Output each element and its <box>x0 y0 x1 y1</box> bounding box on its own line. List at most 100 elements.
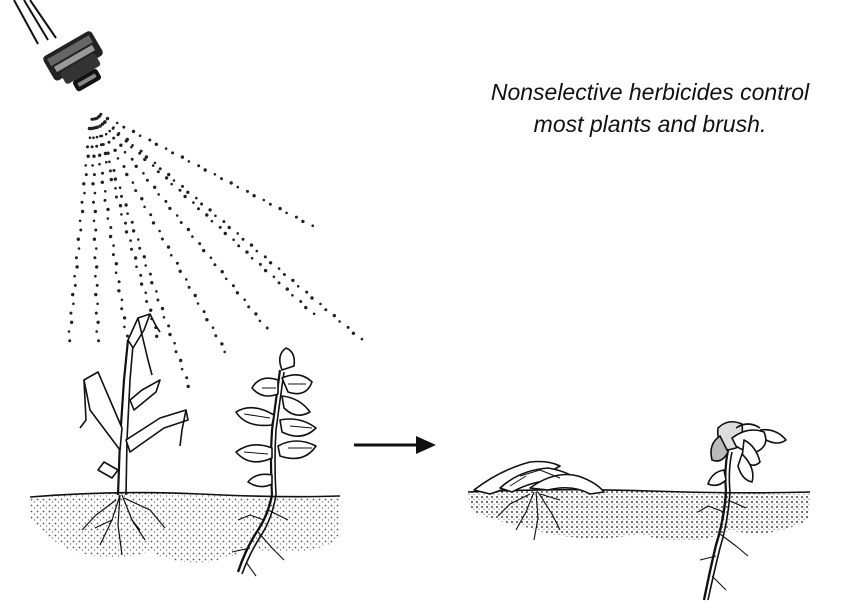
spray-droplet <box>96 284 99 287</box>
spray-droplet <box>146 179 149 182</box>
arrow-right-icon <box>354 436 436 454</box>
spray-droplet <box>167 324 170 327</box>
spray-droplet <box>101 172 104 175</box>
spray-droplet <box>145 155 148 158</box>
spray-droplet <box>176 214 179 217</box>
spray-droplet <box>114 177 117 180</box>
spray-droplet <box>221 270 224 273</box>
spray-droplet <box>118 280 121 283</box>
spray-droplet <box>165 176 168 179</box>
spray-droplet <box>117 289 120 292</box>
spray-droplet <box>202 249 205 252</box>
spray-droplet <box>144 292 147 295</box>
spray-droplet <box>139 274 142 277</box>
spray-droplet <box>197 207 200 210</box>
spray-droplet <box>132 229 135 232</box>
spray-droplet <box>220 342 223 345</box>
spray-droplet <box>165 147 168 150</box>
spray-droplet <box>94 229 97 232</box>
spray-droplet <box>135 165 138 168</box>
spray-droplet <box>119 204 122 207</box>
spray-droplet <box>200 203 203 206</box>
spray-droplet <box>109 226 112 229</box>
spray-droplet <box>297 285 300 288</box>
spray-droplet <box>157 193 160 196</box>
spray-droplet <box>263 199 266 202</box>
spray-droplet <box>212 326 215 329</box>
spray-droplet <box>243 299 246 302</box>
spray-droplet <box>119 144 122 147</box>
spray-droplet <box>223 351 226 354</box>
spray-droplet <box>107 217 110 220</box>
spray-droplet <box>324 308 327 311</box>
spray-droplet <box>104 190 107 193</box>
spray-droplet <box>142 172 145 175</box>
spray-droplet <box>191 235 194 238</box>
spray-droplet <box>278 267 281 270</box>
spray-droplet <box>352 332 355 335</box>
spray-droplet <box>192 201 195 204</box>
spray-droplet <box>132 181 135 184</box>
spray-droplet <box>230 181 233 184</box>
spray-droplet <box>120 307 123 310</box>
spray-droplet <box>108 141 111 144</box>
spray-droplet <box>171 151 174 154</box>
spray-droplet <box>167 245 170 248</box>
spray-droplet <box>98 163 101 166</box>
soil-left <box>30 493 340 563</box>
spray-droplet <box>273 276 276 279</box>
spray-droplet <box>170 254 173 257</box>
spray-droplet <box>93 256 96 259</box>
spray-droplet <box>266 327 269 330</box>
spray-droplet <box>121 299 124 302</box>
spray-droplet <box>224 232 227 235</box>
caption-line-2: most plants and brush. <box>440 108 846 140</box>
spray-droplet <box>143 206 146 209</box>
spray-droplet <box>132 130 135 133</box>
spray-droplet <box>155 290 158 293</box>
spray-droplet <box>159 167 162 170</box>
spray-droplet <box>211 220 214 223</box>
spray-droplet <box>117 157 120 160</box>
spray-droplet <box>252 194 255 197</box>
spray-droplet <box>175 350 178 353</box>
spray-droplet <box>181 368 184 371</box>
spray-droplet <box>173 342 176 345</box>
spray-droplet <box>91 164 94 167</box>
spray-nozzle-icon <box>14 0 114 99</box>
spray-droplet <box>254 312 257 315</box>
figure-caption: Nonselective herbicides control most pla… <box>440 76 846 140</box>
spray-droplet <box>291 294 294 297</box>
spray-droplet <box>95 145 98 148</box>
spray-droplet <box>204 168 207 171</box>
spray-droplet <box>304 306 307 309</box>
spray-droplet <box>138 247 141 250</box>
spray-droplet <box>103 120 106 123</box>
spray-droplet <box>245 250 248 253</box>
spray-droplet <box>79 220 82 223</box>
spray-droplet <box>83 192 86 195</box>
spray-droplet <box>195 197 198 200</box>
spray-droplet <box>203 310 206 313</box>
spray-droplet <box>149 273 152 276</box>
spray-droplet <box>93 220 96 223</box>
spray-droplet <box>94 210 97 213</box>
spray-droplet <box>114 187 117 190</box>
spray-droplet <box>95 330 98 333</box>
spray-droplet <box>205 213 208 216</box>
spray-droplet <box>152 164 155 167</box>
spray-droplet <box>95 312 98 315</box>
spray-droplet <box>82 182 85 185</box>
spray-droplet <box>96 321 99 324</box>
spray-droplet <box>250 243 253 246</box>
spray-droplet <box>112 244 115 247</box>
spray-droplet <box>131 144 134 147</box>
spray-droplet <box>295 216 298 219</box>
spray-droplet <box>112 253 115 256</box>
spray-droplet <box>81 210 84 213</box>
spray-droplet <box>232 238 235 241</box>
spray-droplet <box>130 248 133 251</box>
spray-droplet <box>106 117 109 120</box>
spray-droplet <box>126 212 129 215</box>
spray-droplet <box>278 207 281 210</box>
